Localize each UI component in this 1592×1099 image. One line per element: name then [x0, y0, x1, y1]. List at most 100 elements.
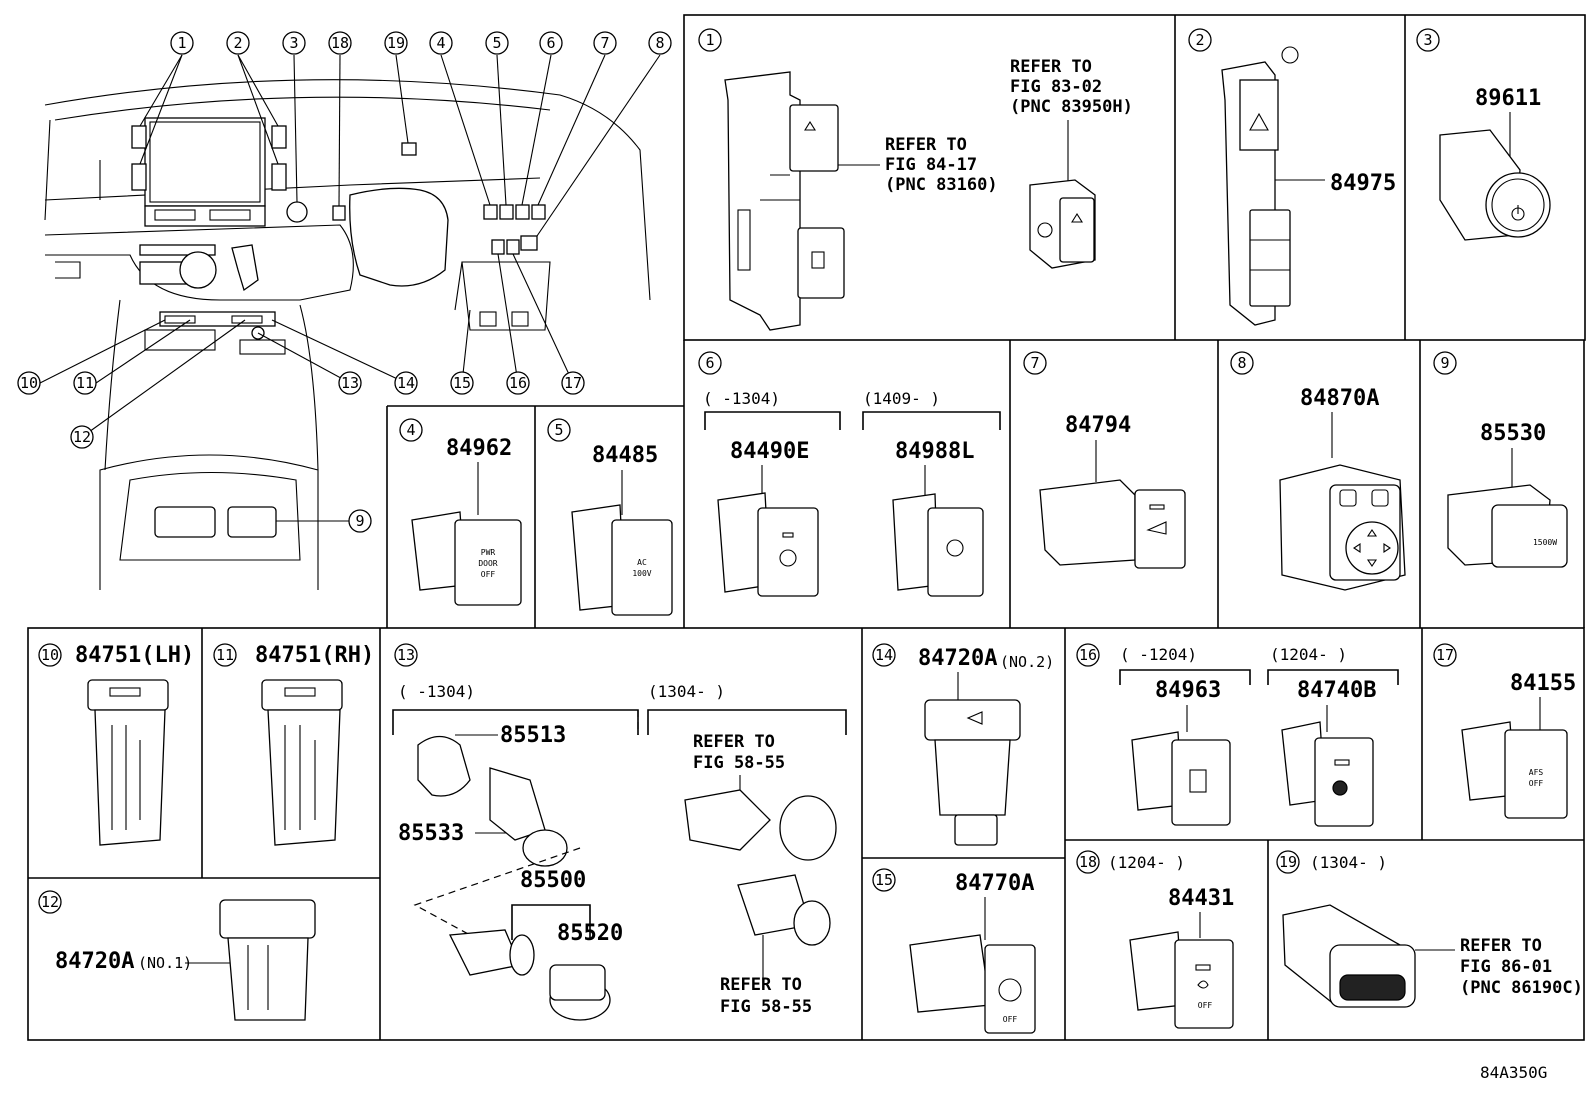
- p13-refer-b-1: REFER TO: [720, 975, 802, 995]
- callout-13: 13: [341, 374, 359, 392]
- svg-text:11: 11: [216, 646, 234, 664]
- p2-part-number: 84975: [1330, 171, 1396, 196]
- p16-range-a: ( -1204): [1120, 645, 1197, 664]
- p16-range-b: (1204- ): [1270, 645, 1347, 664]
- svg-text:18: 18: [1079, 853, 1097, 871]
- panel-15: 15 84770A OFF: [872, 868, 1036, 1034]
- p19-range: (1304- ): [1310, 853, 1387, 872]
- panel-12: 12 84720A (NO.1): [38, 890, 316, 1021]
- p1-refer-a-1: REFER TO: [885, 135, 967, 155]
- p13-part-number-c: 85500: [520, 868, 586, 893]
- svg-text:7: 7: [1030, 354, 1039, 372]
- p17-part-number: 84155: [1510, 671, 1576, 696]
- figure-code: 84A350G: [1480, 1063, 1547, 1082]
- callout-7: 7: [600, 34, 609, 52]
- overview-leaders: [39, 54, 661, 522]
- panel-3: 3 89611: [1416, 28, 1551, 241]
- p19-refer-3: (PNC 86190C): [1460, 978, 1583, 998]
- panel-4: 4 84962 PWR DOOR OFF: [399, 418, 522, 606]
- svg-text:13: 13: [397, 646, 415, 664]
- callout-8: 8: [655, 34, 664, 52]
- p9-switch-text: 1500W: [1533, 538, 1557, 547]
- callout-19: 19: [387, 34, 405, 52]
- p8-part-number: 84870A: [1300, 386, 1379, 411]
- panel-5: 5 84485 AC 100V: [547, 418, 673, 616]
- p13-part-number-a: 85513: [500, 723, 566, 748]
- svg-text:5: 5: [554, 421, 563, 439]
- svg-text:6: 6: [705, 354, 714, 372]
- panel-6: 6 ( -1304) (1409- ) 84490E 84988L: [698, 351, 1001, 597]
- p15-part-number: 84770A: [955, 871, 1034, 896]
- p1-refer-b-1: REFER TO: [1010, 57, 1092, 77]
- panel-2: 2 84975: [1188, 28, 1396, 326]
- p18-switch-text: OFF: [1198, 1001, 1213, 1010]
- callout-9: 9: [355, 512, 364, 530]
- p1-refer-a-3: (PNC 83160): [885, 175, 998, 195]
- p13-refer-b-2: FIG 58-55: [720, 997, 812, 1017]
- p5-switch-text-2: 100V: [632, 569, 651, 578]
- p6-range-a: ( -1304): [703, 389, 780, 408]
- p19-refer-2: FIG 86-01: [1460, 957, 1552, 977]
- svg-text:15: 15: [875, 871, 893, 889]
- callout-5: 5: [492, 34, 501, 52]
- callout-6: 6: [546, 34, 555, 52]
- p13-range-b: (1304- ): [648, 682, 725, 701]
- p4-switch-text-3: OFF: [481, 570, 496, 579]
- panel-10: 10 84751(LH): [38, 643, 194, 846]
- panel-8: 8 84870A: [1230, 351, 1406, 591]
- panel-17: 17 84155 AFS OFF: [1433, 643, 1576, 819]
- svg-text:8: 8: [1237, 354, 1246, 372]
- p6-part-number-a: 84490E: [730, 439, 809, 464]
- p18-range: (1204- ): [1108, 853, 1185, 872]
- svg-text:19: 19: [1279, 853, 1297, 871]
- p1-refer-b-3: (PNC 83950H): [1010, 97, 1133, 117]
- p1-refer-b-2: FIG 83-02: [1010, 77, 1102, 97]
- panel-7: 7 84794: [1023, 351, 1186, 569]
- callout-4: 4: [436, 34, 445, 52]
- p12-part-suffix: (NO.1): [138, 954, 192, 972]
- panel-1: 1 REFER TO FIG 84-17 (PNC 83160) REFER T…: [698, 28, 1133, 331]
- callout-17: 17: [564, 374, 582, 392]
- p11-part-number: 84751(RH): [255, 643, 374, 668]
- p16-part-number-a: 84963: [1155, 678, 1221, 703]
- callout-1: 1: [177, 34, 186, 52]
- svg-text:1: 1: [705, 31, 714, 49]
- callout-18: 18: [331, 34, 349, 52]
- callout-11: 11: [76, 374, 94, 392]
- overview-callouts: 1 2 3 18 19 4 5 6 7 8 9 10 11 12 13 14 1…: [17, 31, 672, 533]
- p6-part-number-b: 84988L: [895, 439, 974, 464]
- svg-text:10: 10: [41, 646, 59, 664]
- p4-part-number: 84962: [446, 436, 512, 461]
- panel-16: 16 ( -1204) (1204- ) 84963 84740B: [1076, 643, 1399, 827]
- p14-part-number: 84720A: [918, 646, 997, 671]
- p16-part-number-b: 84740B: [1297, 678, 1376, 703]
- svg-text:9: 9: [1440, 354, 1449, 372]
- callout-10: 10: [20, 374, 38, 392]
- svg-text:14: 14: [875, 646, 893, 664]
- p10-part-number: 84751(LH): [75, 643, 194, 668]
- callout-14: 14: [397, 374, 415, 392]
- p15-switch-text: OFF: [1003, 1015, 1018, 1024]
- p7-part-number: 84794: [1065, 413, 1131, 438]
- svg-text:16: 16: [1079, 646, 1097, 664]
- svg-text:2: 2: [1195, 31, 1204, 49]
- p13-part-number-d: 85520: [557, 921, 623, 946]
- p3-part-number: 89611: [1475, 86, 1541, 111]
- panel-13: 13 ( -1304) (1304- ) 85513 85533 85500 8…: [392, 643, 847, 1021]
- p13-range-a: ( -1304): [398, 682, 475, 701]
- panel-19: 19 (1304- ) REFER TO FIG 86-01 (PNC 8619…: [1276, 850, 1583, 1008]
- panel-grid: [27, 14, 1586, 1041]
- p14-part-suffix: (NO.2): [1000, 653, 1054, 671]
- panel-14: 14 84720A (NO.2): [872, 643, 1054, 846]
- panel-11: 11 84751(RH): [213, 643, 374, 846]
- p13-refer-a-1: REFER TO: [693, 732, 775, 752]
- panel-18: 18 (1204- ) 84431 OFF: [1076, 850, 1234, 1029]
- panel-9: 9 85530 1500W: [1433, 351, 1568, 568]
- svg-text:12: 12: [41, 893, 59, 911]
- p18-part-number: 84431: [1168, 886, 1234, 911]
- p5-part-number: 84485: [592, 443, 658, 468]
- p4-switch-text-1: PWR: [481, 548, 496, 557]
- p13-part-number-b: 85533: [398, 821, 464, 846]
- callout-3: 3: [289, 34, 298, 52]
